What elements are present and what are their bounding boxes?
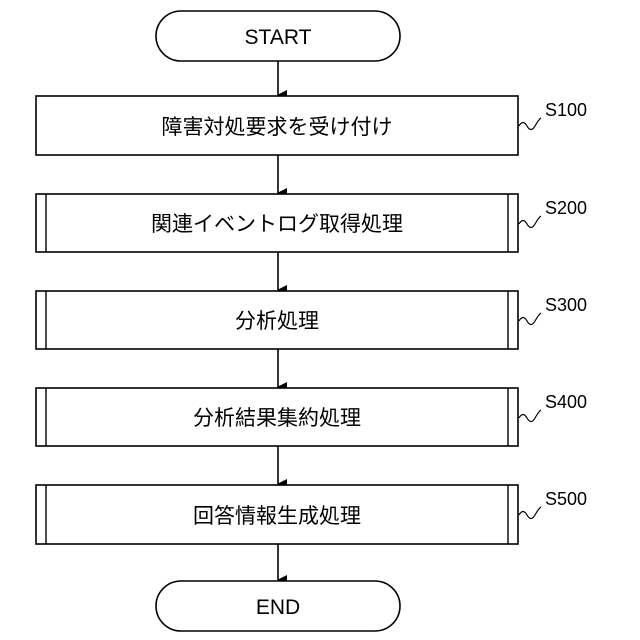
step-id: S100 bbox=[545, 100, 587, 120]
step-id: S500 bbox=[545, 489, 587, 509]
step-text: 分析処理 bbox=[235, 309, 319, 333]
leader-squiggle bbox=[519, 410, 541, 422]
step-text: 回答情報生成処理 bbox=[193, 504, 361, 528]
start-terminal: START bbox=[156, 11, 400, 61]
start-label: START bbox=[245, 26, 312, 49]
step-text: 関連イベントログ取得処理 bbox=[151, 212, 403, 236]
leader-squiggle bbox=[519, 313, 541, 325]
leader-squiggle bbox=[519, 216, 541, 228]
step-id: S300 bbox=[545, 295, 587, 315]
step-s500: 回答情報生成処理 S500 bbox=[36, 485, 587, 544]
end-label: END bbox=[256, 596, 300, 619]
step-s200: 関連イベントログ取得処理 S200 bbox=[36, 194, 587, 252]
end-terminal: END bbox=[156, 581, 400, 631]
leader-squiggle bbox=[519, 118, 541, 130]
leader-squiggle bbox=[519, 507, 541, 519]
step-s400: 分析結果集約処理 S400 bbox=[36, 388, 587, 446]
step-text: 障害対処要求を受け付け bbox=[162, 115, 393, 139]
step-id: S400 bbox=[545, 392, 587, 412]
step-id: S200 bbox=[545, 198, 587, 218]
step-s300: 分析処理 S300 bbox=[36, 291, 587, 349]
step-s100: 障害対処要求を受け付け S100 bbox=[36, 96, 587, 155]
step-text: 分析結果集約処理 bbox=[193, 406, 361, 430]
